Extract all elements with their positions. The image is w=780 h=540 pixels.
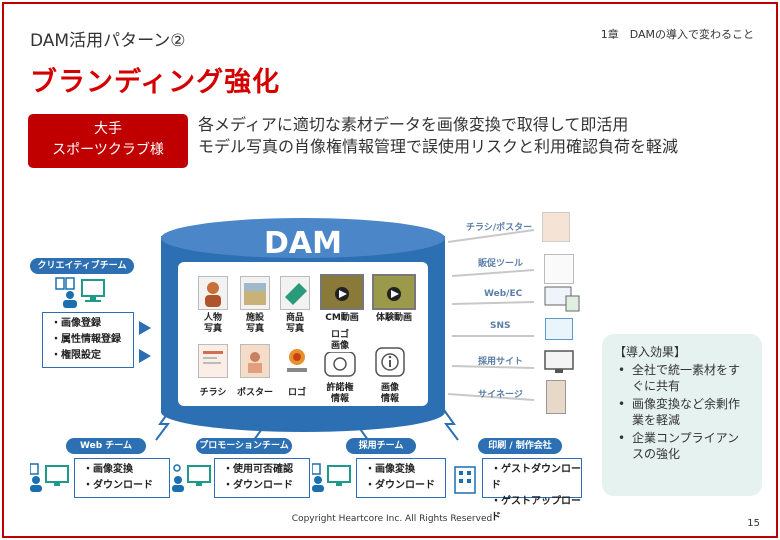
product-photo-icon bbox=[280, 276, 310, 310]
page-number: 15 bbox=[747, 518, 760, 529]
asset-label: ロゴ bbox=[287, 388, 306, 398]
media-label-web-ec: Web/EC bbox=[484, 289, 523, 299]
task-item: ・ダウンロード bbox=[223, 480, 293, 491]
recruit-site-icon bbox=[544, 350, 574, 376]
client-line-2: スポーツクラブ様 bbox=[52, 142, 164, 158]
media-label-sns: SNS bbox=[490, 321, 511, 331]
permission-info-icon bbox=[322, 344, 358, 380]
page-title: ブランディング強化 bbox=[30, 67, 281, 98]
task-item: ・属性情報登録 bbox=[51, 334, 121, 345]
task-item: ・権限設定 bbox=[51, 350, 101, 361]
flyer-icon bbox=[198, 344, 228, 378]
asset-label: CM動画 bbox=[325, 313, 359, 323]
effect-item: 画像変換など余剰作業を軽減 bbox=[614, 396, 750, 428]
effect-item: 全社で統一素材をすぐに共有 bbox=[614, 362, 750, 394]
effect-item: 企業コンプライアンスの強化 bbox=[614, 430, 750, 462]
effects-heading: 【導入効果】 bbox=[614, 345, 687, 359]
team-label-web: Web チーム bbox=[66, 438, 146, 454]
person-photo-icon bbox=[198, 276, 228, 310]
task-item: ・ゲストアップロード bbox=[491, 496, 581, 523]
asset-label: ポスター bbox=[236, 388, 273, 398]
logo-icon bbox=[284, 346, 310, 376]
task-item: ・ダウンロード bbox=[83, 480, 153, 491]
description-line-2: モデル写真の肖像権情報管理で誤使用リスクと利用確認負荷を軽減 bbox=[198, 137, 679, 156]
web-ec-icon bbox=[544, 286, 580, 312]
asset-label: チラシ bbox=[199, 388, 227, 398]
recruit-team-tasks: ・画像変換 ・ダウンロード bbox=[356, 458, 446, 498]
web-team-tasks: ・画像変換 ・ダウンロード bbox=[74, 458, 170, 498]
team-label-promotion: プロモーションチーム bbox=[196, 438, 292, 454]
asset-label: 許諾権 情報 bbox=[326, 383, 354, 404]
chapter-label: 1章 DAMの導入で変わること bbox=[600, 28, 754, 41]
lightning-connectors bbox=[155, 409, 459, 441]
client-badge: 大手 スポーツクラブ様 bbox=[28, 114, 188, 168]
client-line-1: 大手 bbox=[94, 121, 122, 137]
asset-label: 体験動画 bbox=[375, 313, 412, 323]
task-item: ・使用可否確認 bbox=[223, 464, 293, 475]
media-label-promo-tools: 販促ツール bbox=[478, 259, 524, 269]
dam-cylinder-top bbox=[161, 218, 445, 258]
promotion-team-icon bbox=[172, 462, 212, 492]
experience-video-icon bbox=[372, 274, 416, 310]
creative-team-label: クリエイティブチーム bbox=[30, 258, 134, 274]
copyright: Copyright Heartcore Inc. All Rights Rese… bbox=[291, 514, 493, 524]
effects-panel: 【導入効果】 全社で統一素材をすぐに共有 画像変換など余剰作業を軽減 企業コンプ… bbox=[602, 334, 762, 496]
media-connector-lines bbox=[447, 229, 535, 401]
asset-label: 商品 写真 bbox=[285, 313, 304, 334]
print-agency-tasks: ・ゲストダウンロード ・ゲストアップロード bbox=[482, 458, 582, 523]
signage-icon bbox=[546, 380, 566, 414]
task-item: ・画像登録 bbox=[51, 318, 101, 329]
creative-team-icon bbox=[54, 276, 114, 308]
facility-photo-icon bbox=[240, 276, 270, 310]
creative-team-tasks: ・画像登録 ・属性情報登録 ・権限設定 bbox=[42, 312, 134, 368]
sns-icon bbox=[545, 318, 573, 340]
team-label-print-agency: 印刷 / 制作会社 bbox=[478, 438, 562, 454]
arrow-right-icon bbox=[139, 320, 151, 339]
poster-icon bbox=[240, 344, 270, 378]
cm-video-icon bbox=[320, 274, 364, 310]
task-item: ・画像変換 bbox=[365, 464, 415, 475]
task-item: ・ゲストダウンロード bbox=[491, 464, 581, 491]
logo-image-bubble: ロゴ 画像 bbox=[322, 330, 358, 352]
task-item: ・ダウンロード bbox=[365, 480, 435, 491]
recruit-team-icon bbox=[311, 462, 352, 492]
building-icon bbox=[454, 466, 476, 494]
promo-tools-icon bbox=[544, 254, 574, 284]
description: 各メディアに適切な素材データを画像変換で取得して即活用 モデル写真の肖像権情報管… bbox=[198, 114, 678, 158]
flyer-poster-icon bbox=[542, 212, 570, 242]
asset-label: 施設 写真 bbox=[245, 313, 264, 334]
team-label-recruit: 採用チーム bbox=[346, 438, 416, 454]
promotion-team-tasks: ・使用可否確認 ・ダウンロード bbox=[214, 458, 310, 498]
web-team-icon bbox=[29, 462, 70, 492]
asset-label: 画像 情報 bbox=[380, 383, 399, 404]
pattern-label: DAM活用パターン② bbox=[30, 31, 186, 51]
media-label-recruit-site: 採用サイト bbox=[478, 357, 524, 367]
description-line-1: 各メディアに適切な素材データを画像変換で取得して即活用 bbox=[198, 115, 629, 134]
media-label-signage: サイネージ bbox=[478, 390, 523, 400]
task-item: ・画像変換 bbox=[83, 464, 133, 475]
asset-label: 人物 写真 bbox=[203, 313, 222, 334]
arrow-right-icon bbox=[139, 348, 151, 367]
media-label-flyer-poster: チラシ/ポスター bbox=[466, 223, 533, 233]
dam-label: DAM bbox=[264, 226, 342, 261]
info-icon bbox=[374, 346, 406, 378]
